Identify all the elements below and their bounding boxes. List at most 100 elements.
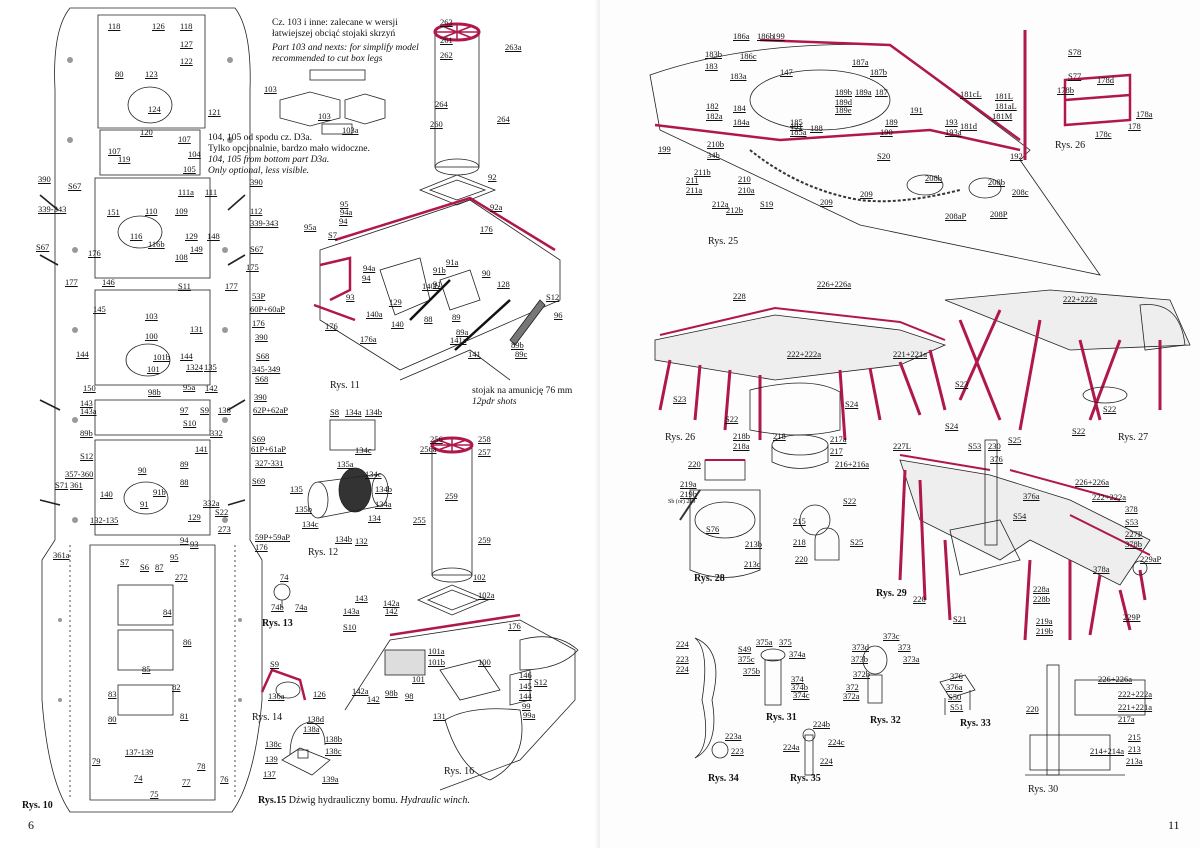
part-number-label: S25: [850, 537, 864, 547]
deck-rys11: [313, 196, 561, 381]
vent-rys13: [273, 583, 291, 608]
part-number-label: 178: [1128, 121, 1141, 131]
part-number-label: 149: [190, 244, 203, 254]
part-number-label: 211a: [686, 185, 703, 195]
part-number-label: S19: [760, 199, 774, 209]
part-number-label: 256: [430, 434, 443, 444]
part-number-label: 108: [175, 252, 188, 262]
part-number-label: 142: [385, 606, 398, 616]
part-number-label: S22: [843, 496, 857, 506]
note-104-en-line2: Only optional, less visible.: [208, 166, 310, 176]
part-number-label: S12: [80, 451, 94, 461]
part-number-label: 144: [180, 351, 193, 361]
part-number-label: 134c: [302, 519, 319, 529]
part-number-label: 124: [148, 104, 161, 114]
part-number-label: 86: [183, 637, 192, 647]
part-number-label: 178d: [1097, 75, 1114, 85]
part-number-label: 116: [130, 231, 143, 241]
bridge-rys26: [654, 306, 947, 441]
caption-rys28: Rys. 28: [694, 573, 725, 584]
part-number-label: S76: [706, 524, 720, 534]
part-number-label: 221+221a: [893, 349, 928, 359]
part-number-label: 103: [145, 311, 158, 321]
part-number-label: 91: [140, 499, 149, 509]
caption-rys11: Rys. 11: [330, 380, 360, 391]
part-number-label: 88: [424, 314, 433, 324]
note-ammo-polish: stojak na amunicję 76 mm: [472, 386, 573, 396]
part-number-label: 375c: [738, 654, 755, 664]
part-number-label: 223: [731, 746, 744, 756]
part-number-label: 88: [180, 477, 189, 487]
part-number-label: 101: [147, 364, 160, 374]
part-number-label: 89b: [511, 340, 524, 350]
part-number-label: 99: [522, 701, 531, 711]
part-number-label: 99a: [523, 710, 536, 720]
part-number-label: 89c: [515, 349, 528, 359]
right-page-drawings: [649, 30, 1191, 776]
part-number-label: 94: [339, 216, 348, 226]
deck-rys16: [344, 613, 579, 791]
part-number-label: 217a: [830, 434, 847, 444]
sb-note: Sb (or) 219: [668, 499, 696, 505]
part-number-label: 376a: [1023, 491, 1040, 501]
part-number-label: 134b: [365, 407, 382, 417]
part-number-label: 134c: [365, 469, 382, 479]
part-number-label: 224: [676, 639, 689, 649]
part-number-label: 136: [218, 405, 231, 415]
part-number-label: 220: [1026, 704, 1039, 714]
part-number-label: 229P: [1123, 612, 1141, 622]
part-number-label: 148: [207, 231, 220, 241]
part-number-label: 98b: [385, 688, 398, 698]
part-number-label: S53: [968, 441, 982, 451]
deck-rys25: [649, 30, 1132, 276]
part-number-label: 339-343: [38, 204, 67, 214]
part-number-label: 273: [218, 524, 231, 534]
caption-rys26-top: Rys. 26: [1055, 140, 1086, 151]
part-number-label: 327-331: [255, 458, 284, 468]
parts-small: [694, 637, 1146, 776]
part-number-label: 139: [265, 754, 278, 764]
part-number-label: 95a: [183, 382, 196, 392]
part-number-label: 111a: [178, 187, 194, 197]
part-number-label: 219a: [1036, 616, 1053, 626]
part-number-label: 213: [1128, 744, 1141, 754]
part-number-label: 187: [875, 87, 888, 97]
part-number-label: 151: [107, 207, 120, 217]
part-number-label: 129: [188, 512, 201, 522]
caption-rys16: Rys. 16: [444, 766, 475, 777]
part-number-label: 91: [433, 279, 442, 289]
part-number-label: 134: [368, 513, 381, 523]
part-number-label: 373b: [851, 654, 868, 664]
part-number-label: 101a: [428, 646, 445, 656]
part-number-label: 60P+60aP: [250, 304, 286, 314]
part-number-label: 374a: [789, 649, 806, 659]
part-number-label: 95: [340, 199, 349, 209]
part-number-label: 185a: [790, 127, 807, 137]
funnel-rys11: [418, 22, 497, 206]
part-number-label: 176a: [360, 334, 377, 344]
note-ammo-english: 12pdr shots: [472, 397, 517, 407]
part-number-label: 142: [205, 383, 218, 393]
part-number-label: 210a: [738, 185, 755, 195]
part-number-label: 376a: [946, 682, 963, 692]
part-number-label: 138d: [307, 714, 324, 724]
part-number-label: 98: [405, 691, 414, 701]
note-104-pl-line1: 104, 105 od spodu cz. D3a.: [208, 133, 312, 143]
part-number-label: 141: [468, 349, 481, 359]
part-number-label: 217a: [1118, 714, 1135, 724]
part-number-label: 90: [482, 268, 491, 278]
part-number-label: S20: [877, 151, 891, 161]
part-number-label: 111: [205, 187, 218, 197]
part-number-label: 224: [820, 756, 833, 766]
bridge-rys29: [898, 439, 1151, 641]
part-number-label: 213a: [1126, 756, 1143, 766]
part-number-label: 374b: [791, 682, 808, 692]
part-number-label: 259: [478, 535, 491, 545]
part-number-label: S11: [178, 281, 191, 291]
part-number-label: 189e: [835, 105, 852, 115]
part-number-label: 374: [791, 674, 804, 684]
part-number-label: 126: [152, 21, 165, 31]
part-number-label: 376: [950, 671, 963, 681]
platform-rys27: [944, 289, 1191, 431]
part-number-label: 373d: [852, 642, 869, 652]
